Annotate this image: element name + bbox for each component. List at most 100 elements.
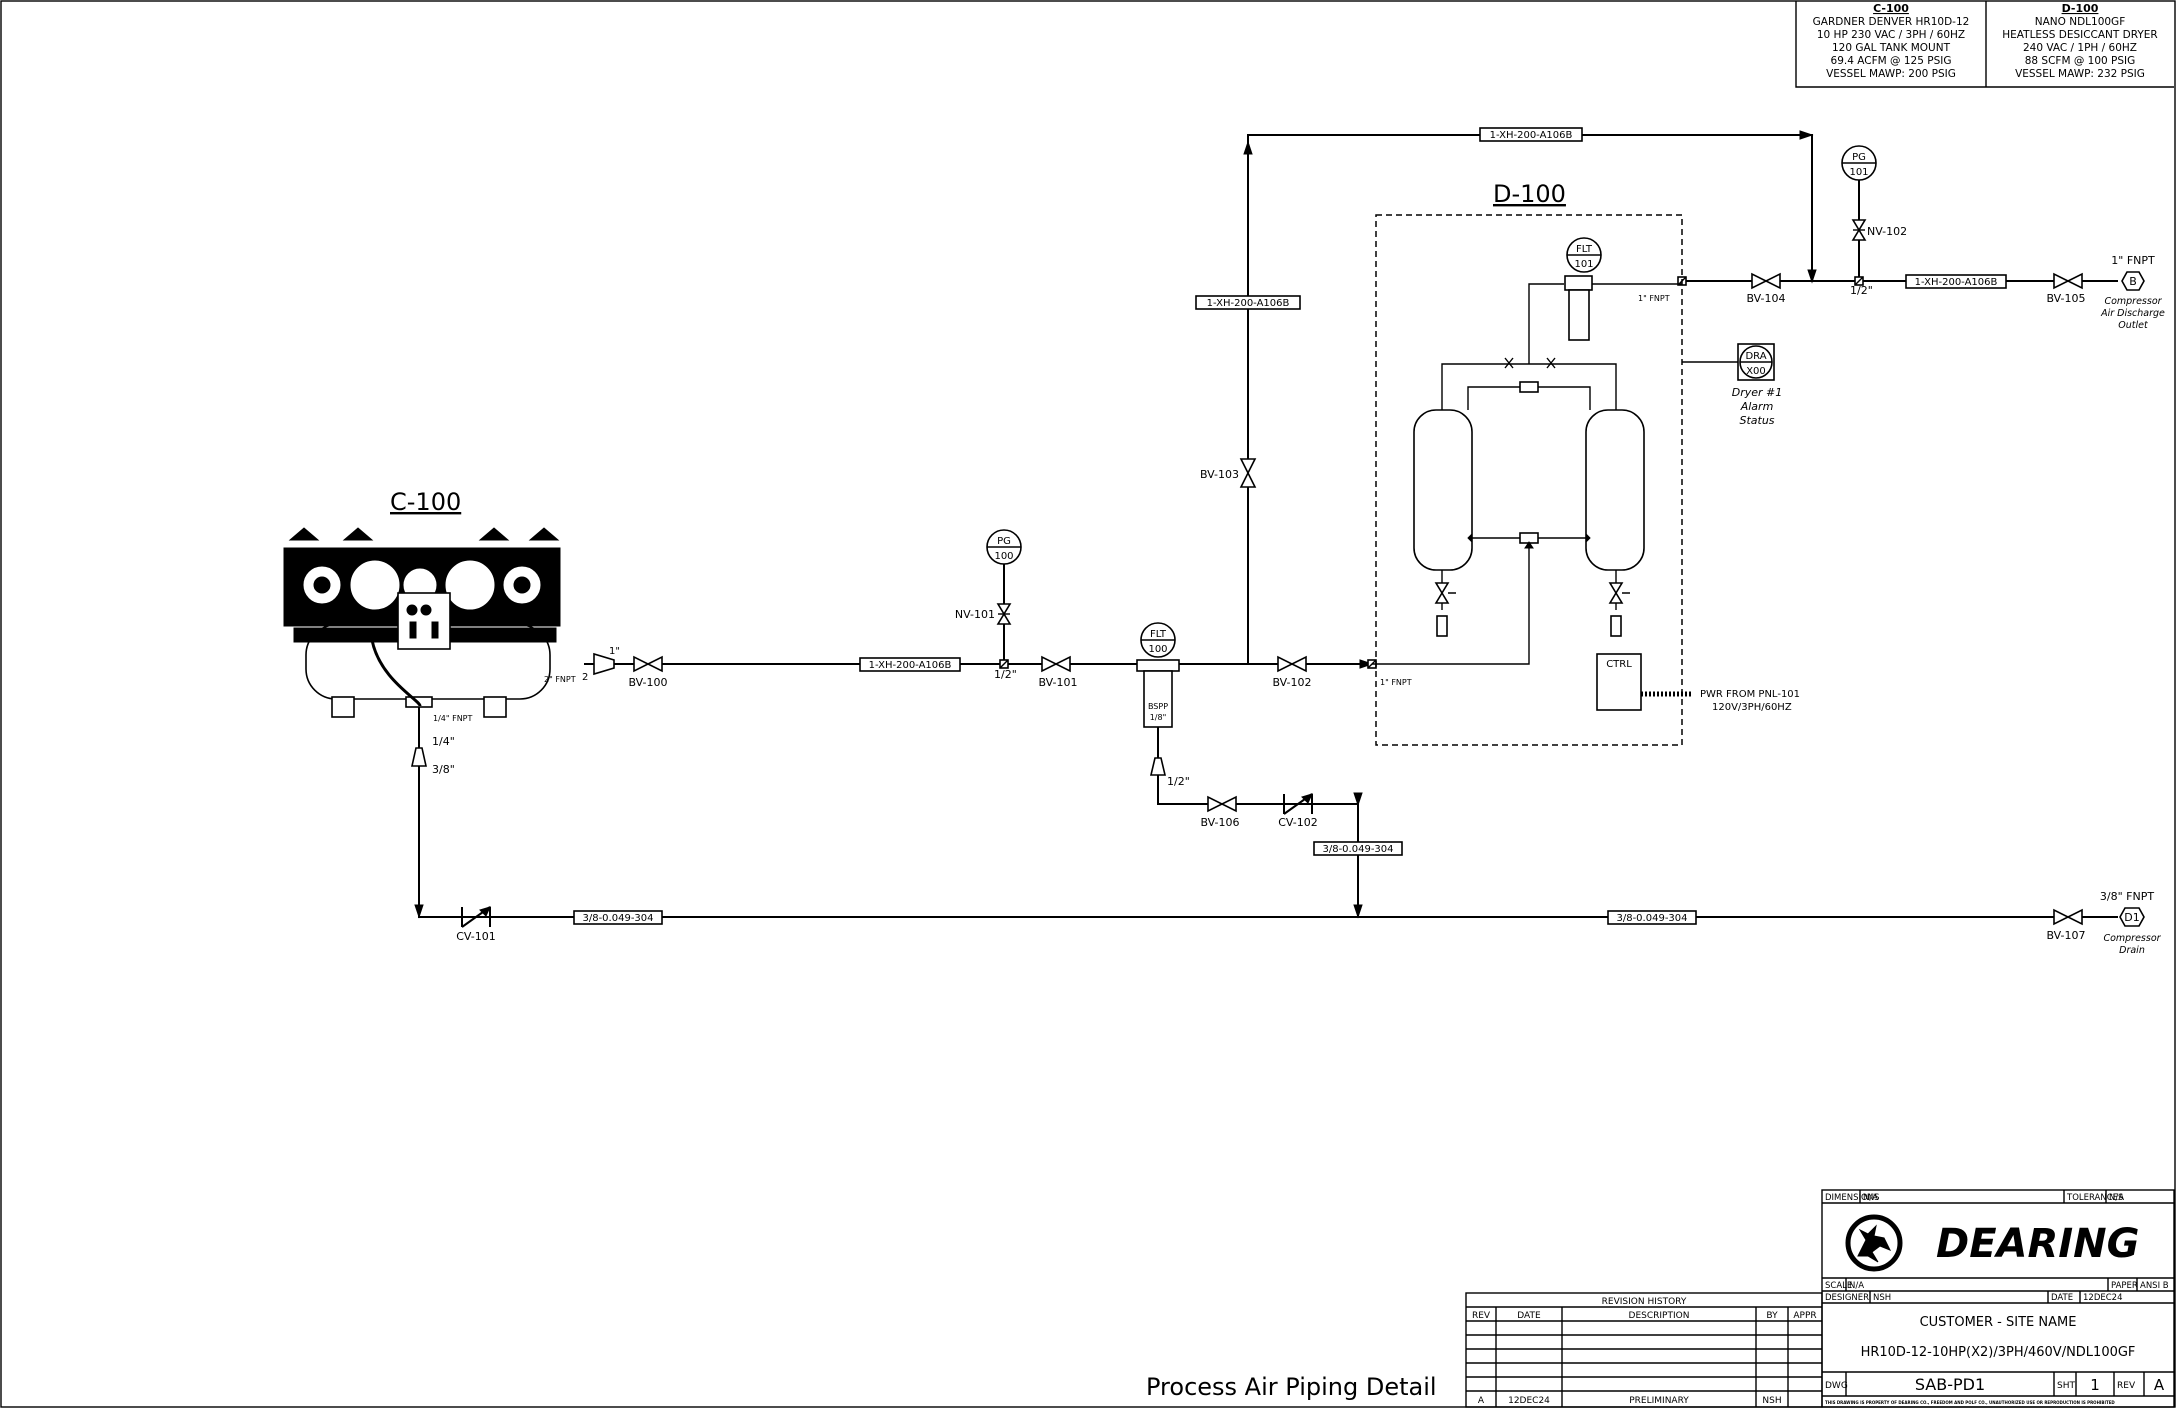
drain-size: 3/8" FNPT: [2100, 890, 2154, 903]
pipe-network: [418, 134, 2118, 918]
reducer-2: 1/4" 3/8": [411, 735, 455, 776]
dimensions-label: DIMENSIONS: [1825, 1193, 1879, 1203]
valve-tag-cv102: CV-102: [1278, 816, 1318, 829]
paper-value: ANSI B: [2140, 1281, 2169, 1291]
valve-tag-bv106: BV-106: [1200, 816, 1239, 829]
spec-boxes: C-100 GARDNER DENVER HR10D-12 10 HP 230 …: [1795, 1, 2174, 88]
outlet-desc: Air Discharge: [2100, 308, 2165, 319]
spec-c100-line: GARDNER DENVER HR10D-12: [1813, 16, 1970, 28]
line-label-drain-branch: 3/8-0.049-304: [1313, 841, 1403, 856]
line-tag-outlet: 1-XH-200-A106B: [1915, 277, 1998, 288]
terminal-d1-label: D1: [2124, 911, 2139, 924]
compressor-label: C-100: [390, 488, 461, 516]
terminal-b-label: B: [2129, 275, 2137, 288]
dwg-label: DWG: [1825, 1381, 1848, 1391]
pressure-gauge-pg100: PG 100: [986, 529, 1022, 565]
valve-tag-bv104: BV-104: [1746, 292, 1785, 305]
alarm-note: Dryer #1: [1732, 386, 1783, 399]
reducer-1-top-size: 1": [609, 646, 620, 657]
rev-value: A: [2154, 1376, 2165, 1394]
line-tag-bypass-vert: 1-XH-200-A106B: [1207, 298, 1290, 309]
rev-cell: PRELIMINARY: [1629, 1396, 1689, 1406]
ball-valve-bv103[interactable]: BV-103: [1200, 458, 1257, 488]
dra-bottom: X00: [1746, 366, 1766, 377]
dryer-alarm: DRA X00 Dryer #1 Alarm Status: [1682, 343, 1783, 427]
pg101-top: PG: [1852, 152, 1866, 163]
drawing-title: Process Air Piping Detail: [1146, 1373, 1437, 1401]
ball-valve-bv105[interactable]: BV-105: [2046, 272, 2086, 305]
dryer-label: D-100: [1493, 180, 1566, 208]
line-label-bypass-top: 1-XH-200-A106B: [1479, 127, 1583, 142]
reducer-3-size: 1/2": [1167, 775, 1190, 788]
line-label-main: 1-XH-200-A106B: [859, 657, 961, 672]
bspp-label: BSPP: [1148, 702, 1168, 711]
reducer-2-bottom-size: 3/8": [432, 763, 455, 776]
valve-tag-bv102: BV-102: [1272, 676, 1311, 689]
terminal-d1: D1 3/8" FNPT Compressor Drain: [2100, 890, 2162, 956]
rev-cell: A: [1478, 1396, 1485, 1406]
ctrl-label: CTRL: [1606, 659, 1632, 670]
reducer-2-top-size: 1/4": [432, 735, 455, 748]
tolerances-label: TOLERANCES: [2066, 1193, 2123, 1203]
needle-valve-nv102[interactable]: NV-102: [1851, 219, 1907, 241]
dwg-number: SAB-PD1: [1915, 1375, 1985, 1394]
line-label-drain-1: 3/8-0.049-304: [573, 910, 663, 925]
dearing-logo: DEARING: [1845, 1214, 2139, 1272]
pg101-bottom: 101: [1849, 167, 1868, 178]
scale-label: SCALE: [1825, 1281, 1852, 1291]
size-d100-in: 1" FNPT: [1380, 678, 1412, 687]
line-tag-main: 1-XH-200-A106B: [869, 660, 952, 671]
rev-cell: 12DEC24: [1508, 1396, 1550, 1406]
pg100-bottom: 100: [994, 551, 1013, 562]
ball-valve-bv101[interactable]: BV-101: [1038, 655, 1078, 689]
bspp-size: 1/8": [1150, 713, 1167, 722]
sht-label: SHT: [2057, 1381, 2075, 1391]
check-valve-cv101[interactable]: CV-101: [456, 906, 496, 943]
rev-header: BY: [1766, 1311, 1778, 1321]
size-d100-out: 1" FNPT: [1638, 294, 1670, 303]
size-half-outlet: 1/2": [1850, 284, 1873, 297]
sht-value: 1: [2090, 1376, 2100, 1394]
filter-flt100: FLT 100 BSPP 1/8": [1136, 622, 1180, 728]
ball-valve-bv100[interactable]: BV-100: [628, 655, 668, 689]
valve-tag-bv105: BV-105: [2046, 292, 2085, 305]
reducer-1: 1" 2: [582, 646, 620, 683]
check-valve-cv102[interactable]: CV-102: [1278, 793, 1318, 829]
line-label-bypass-vert: 1-XH-200-A106B: [1195, 295, 1301, 310]
rev-header: REV: [1472, 1311, 1491, 1321]
drawing-description: HR10D-12-10HP(X2)/3PH/460V/NDL100GF: [1861, 1345, 2136, 1360]
reducer-3: 1/2": [1149, 757, 1190, 788]
line-label-drain-2: 3/8-0.049-304: [1607, 910, 1697, 925]
flow-arrows: [414, 130, 1817, 919]
valve-tag-bv107: BV-107: [2046, 929, 2085, 942]
size-drain-quarter: 1/4" FNPT: [433, 714, 473, 723]
date-label: DATE: [2051, 1293, 2073, 1303]
ball-valve-bv104[interactable]: BV-104: [1746, 272, 1786, 305]
customer-name: CUSTOMER - SITE NAME: [1920, 1315, 2077, 1330]
valve-tag-bv101: BV-101: [1038, 676, 1077, 689]
needle-valve-nv101[interactable]: NV-101: [955, 603, 1012, 625]
flt101-bottom: 101: [1574, 259, 1593, 270]
designer-value: NSH: [1873, 1293, 1891, 1303]
flt101-top: FLT: [1576, 244, 1593, 255]
paper-label: PAPER: [2111, 1281, 2138, 1291]
spec-d100-line: 88 SCFM @ 100 PSIG: [2025, 55, 2136, 67]
outlet-size: 1" FNPT: [2111, 254, 2155, 267]
rev-header: DATE: [1517, 1311, 1541, 1321]
line-tag-drain-branch: 3/8-0.049-304: [1322, 844, 1393, 855]
power-spec: 120V/3PH/60HZ: [1712, 702, 1792, 713]
title-block: DIMENSIONS N/A TOLERANCES N/A DEARING SC…: [1821, 1189, 2175, 1408]
pressure-gauge-pg101: PG 101: [1841, 145, 1877, 181]
valve-tag-cv101: CV-101: [456, 930, 496, 943]
ball-valve-bv102[interactable]: BV-102: [1272, 655, 1312, 689]
size-c100-out: 2" FNPT: [544, 675, 576, 684]
rev-label: REV: [2117, 1381, 2136, 1391]
ball-valve-bv107[interactable]: BV-107: [2046, 908, 2086, 942]
compressor-c100: C-100: [283, 488, 561, 718]
spec-d100-line: NANO NDL100GF: [2035, 16, 2126, 28]
alarm-note: Alarm: [1740, 400, 1774, 413]
line-label-outlet: 1-XH-200-A106B: [1905, 274, 2007, 289]
terminal-b: B 1" FNPT Compressor Air Discharge Outle…: [2100, 254, 2165, 331]
ball-valve-bv106[interactable]: BV-106: [1200, 795, 1240, 829]
